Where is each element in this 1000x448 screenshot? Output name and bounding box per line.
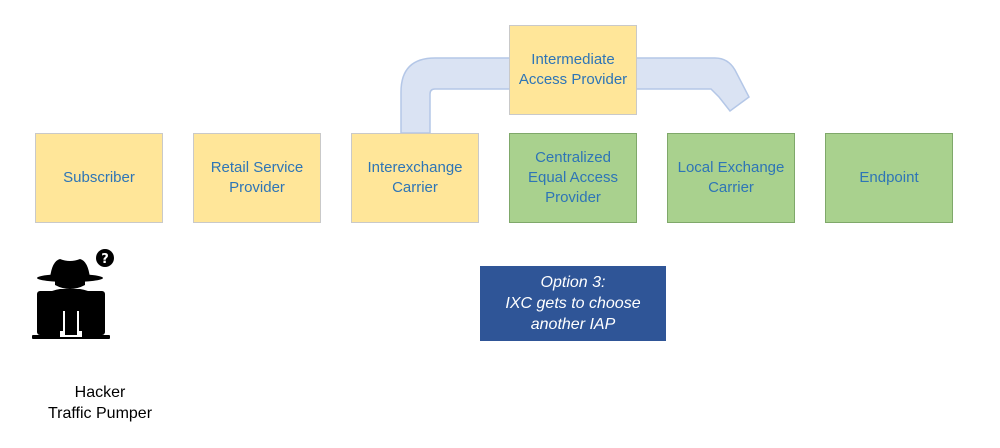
svg-text:?: ? (101, 252, 109, 267)
centralized-equal-access-provider-box: Centralized Equal Access Provider (509, 133, 637, 223)
question-icon: ? (96, 249, 114, 267)
intermediate-access-provider-box: Intermediate Access Provider (509, 25, 637, 115)
interexchange-carrier-box: Interexchange Carrier (351, 133, 479, 223)
local-exchange-carrier-box: Local Exchange Carrier (667, 133, 795, 223)
endpoint-box: Endpoint (825, 133, 953, 223)
bypass-arrow-shape (400, 57, 750, 134)
option-callout: Option 3: IXC gets to choose another IAP (480, 266, 666, 341)
hacker-label: Hacker Traffic Pumper (47, 384, 153, 422)
retail-service-provider-box: Retail Service Provider (193, 133, 321, 223)
subscriber-box: Subscriber (35, 133, 163, 223)
hacker-icon: ? (32, 249, 114, 339)
